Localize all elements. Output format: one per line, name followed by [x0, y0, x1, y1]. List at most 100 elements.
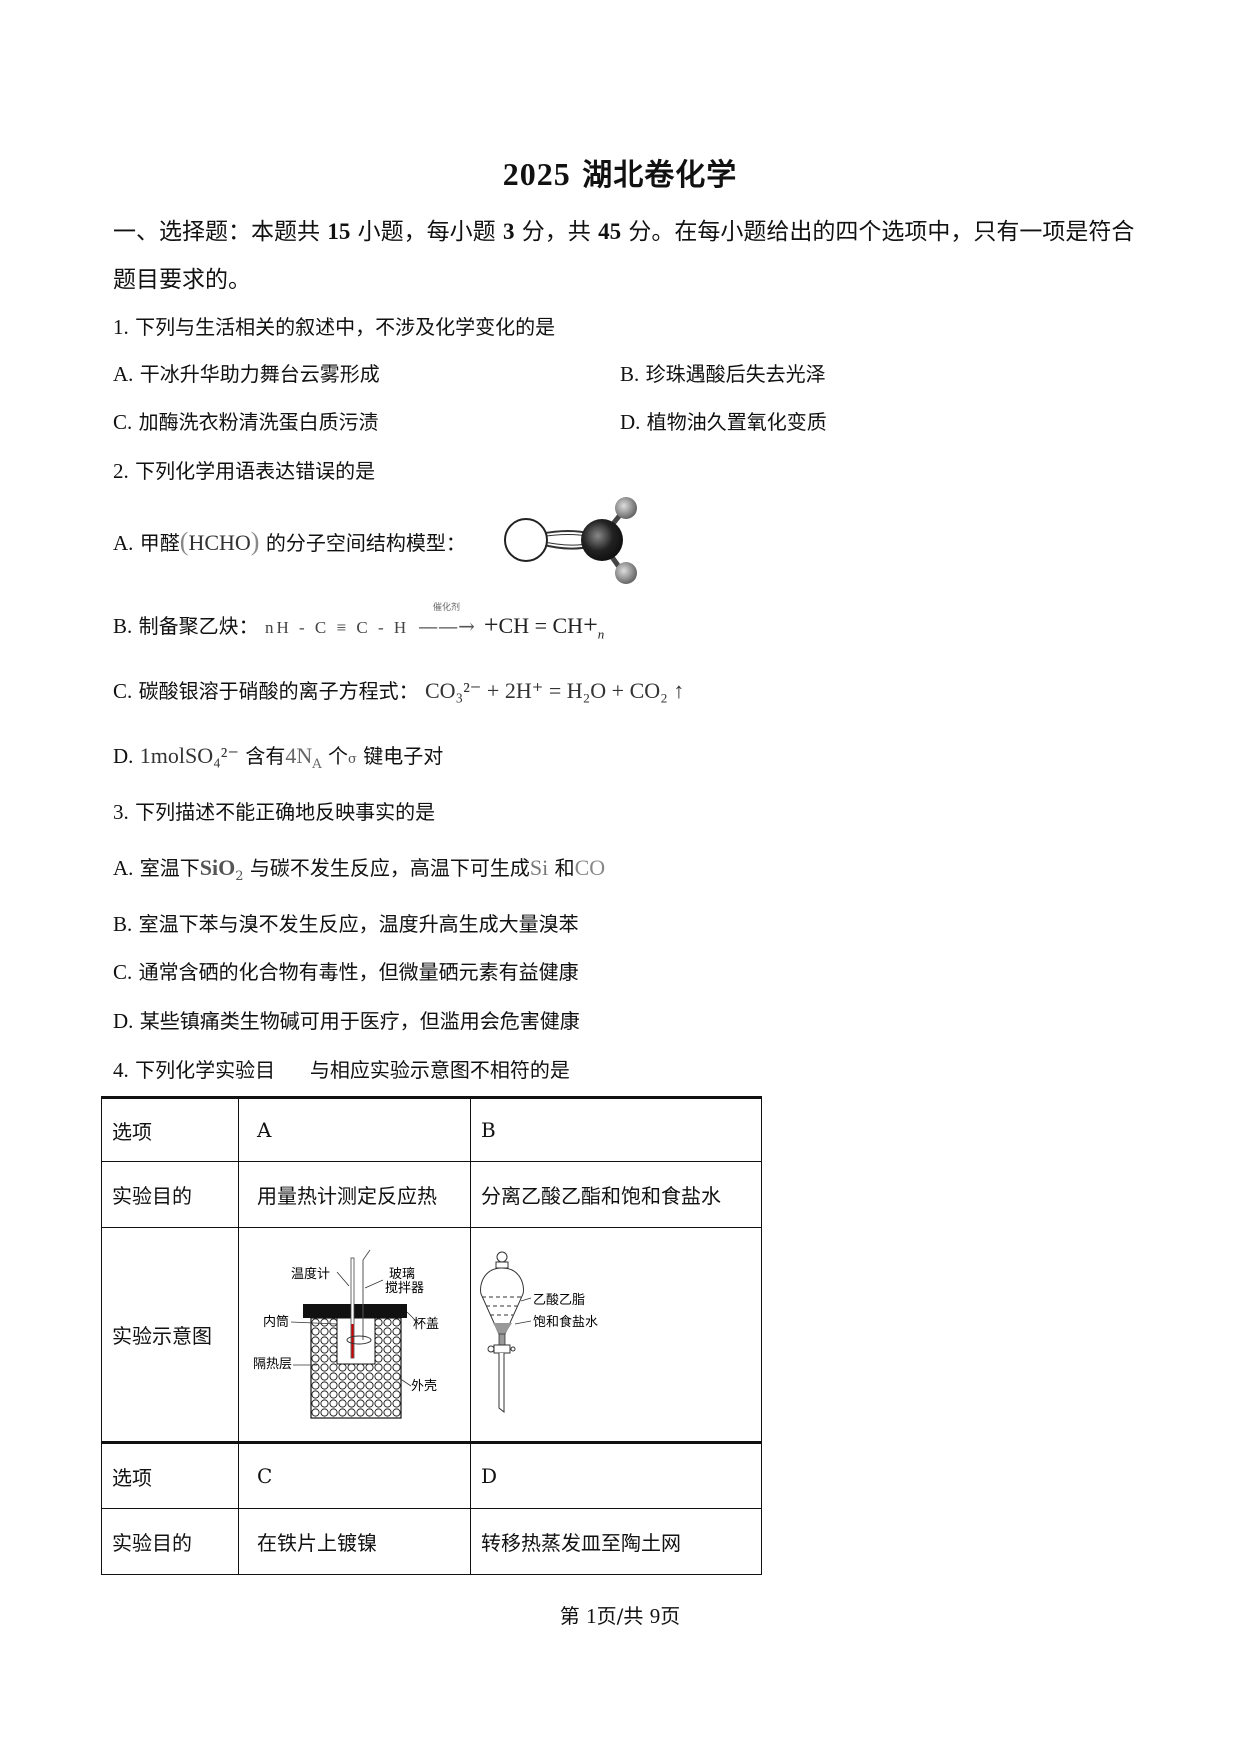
label-ethyl-acetate: 乙酸乙脂 [533, 1293, 585, 1308]
question-2-option-d[interactable]: D. 1molSO₄²⁻ 含有4NA 个σ 键电子对 [113, 740, 443, 772]
question-1-option-c[interactable]: C. 加酶洗衣粉清洗蛋白质污渍 [113, 406, 379, 435]
section-text: 分。在每小题给出的四个选项中，只有一项是符合题目要求的。 [113, 219, 1135, 293]
option-label: D. [113, 1009, 134, 1033]
question-1-stem: 1. 下列与生活相关的叙述中，不涉及化学变化的是 [113, 311, 555, 340]
silica-formula: SiO [199, 855, 236, 880]
separatory-funnel-diagram-icon: 乙酸乙脂 饱和食盐水 [480, 1251, 598, 1414]
question-text: 与相应实验示意图不相符的是 [309, 1058, 570, 1082]
question-3-option-a[interactable]: A. 室温下SiO2 与碳不发生反应，高温下可生成Si 和CO [113, 852, 605, 884]
question-2-option-a[interactable]: A. 甲醛(HCHO) 的分子空间结构模型： [113, 527, 466, 557]
label-lid: 杯盖 [413, 1317, 439, 1332]
avogadro-subscript: A [312, 757, 322, 772]
cell-purpose-b: 分离乙酸乙酯和饱和食盐水 [470, 1161, 762, 1228]
question-text: 下列化学用语表达错误的是 [135, 459, 376, 483]
option-text: 室温下苯与溴不发生反应，温度升高生成大量溴苯 [138, 912, 579, 936]
option-label: A. [113, 531, 134, 555]
question-3-option-b[interactable]: B. 室温下苯与溴不发生反应，温度升高生成大量溴苯 [113, 908, 579, 937]
question-1-option-a[interactable]: A. 干冰升华助力舞台云雾形成 [113, 358, 380, 387]
question-number: 1. [113, 315, 129, 339]
cell-option-a: A [238, 1096, 471, 1162]
catalyst-label: 催化剂 [432, 603, 460, 613]
section-heading: 一、选择题：本题共 15 小题，每小题 3 分，共 45 分。在每小题给出的四个… [113, 208, 1143, 304]
option-text: 含有 [245, 744, 286, 768]
option-text: 珍珠遇酸后失去光泽 [645, 362, 826, 386]
question-3-option-d[interactable]: D. 某些镇痛类生物碱可用于医疗，但滥用会危害健康 [113, 1005, 580, 1034]
footer-text: 页 [660, 1604, 681, 1628]
cell-purpose-c: 在铁片上镀镍 [238, 1508, 471, 1575]
option-label: B. [620, 362, 640, 386]
question-3-stem: 3. 下列描述不能正确地反映事实的是 [113, 796, 435, 825]
cell-diagram-b: 乙酸乙脂 饱和食盐水 [470, 1227, 762, 1443]
option-text: 甲醛 [139, 531, 180, 555]
option-text: 碳酸银溶于硝酸的离子方程式： [138, 679, 419, 703]
avogadro-count: 4N [285, 743, 313, 768]
cell-option-b: B [470, 1096, 762, 1162]
question-1-option-b[interactable]: B. 珍珠遇酸后失去光泽 [620, 358, 826, 387]
label-inner-cup: 内筒 [263, 1314, 289, 1330]
option-label: B. [113, 912, 133, 936]
title-year: 2025 [502, 156, 571, 192]
option-label: A. [113, 856, 134, 880]
question-2-stem: 2. 下列化学用语表达错误的是 [113, 455, 375, 484]
section-score-each: 3 [502, 219, 515, 244]
sigma-symbol: σ [348, 752, 357, 767]
question-2-option-b[interactable]: B. 制备聚乙炔： nH - C ≡ C - H 催化剂 ——→ +CH = C… [113, 603, 605, 642]
experiment-table: 选项 A B 实验目的 用量热计测定反应热 分离乙酸乙酯和饱和食盐水 实验示意图 [101, 1096, 762, 1575]
option-text: 与碳不发生反应，高温下可生成 [249, 856, 530, 880]
page-footer: 第 1页/共 9页 [0, 1600, 1240, 1629]
question-number: 4. [113, 1058, 129, 1082]
option-label: A. [113, 362, 134, 386]
paren-close: ) [250, 527, 260, 556]
option-label: D. [113, 744, 134, 768]
product-si: Si [529, 855, 549, 880]
option-label: C. [113, 410, 133, 434]
calorimeter-diagram-icon: 温度计 玻璃 搅拌器 内筒 杯盖 隔热层 外壳 [253, 1249, 439, 1419]
option-text: 某些镇痛类生物碱可用于医疗，但滥用会危害健康 [139, 1009, 580, 1033]
question-4-stem: 4. 下列化学实验目 与相应实验示意图不相符的是 [113, 1054, 570, 1083]
option-text: 键电子对 [363, 744, 444, 768]
option-text: 通常含硒的化合物有毒性，但微量硒元素有益健康 [138, 960, 579, 984]
cell-purpose-d: 转移热蒸发皿至陶土网 [470, 1508, 762, 1575]
label-shell: 外壳 [411, 1379, 437, 1394]
option-label: B. [113, 614, 133, 638]
question-3-option-c[interactable]: C. 通常含硒的化合物有毒性，但微量硒元素有益健康 [113, 956, 579, 985]
label-stirrer: 搅拌器 [385, 1280, 424, 1296]
section-total: 45 [598, 219, 622, 244]
option-text: 加酶洗衣粉清洗蛋白质污渍 [138, 410, 379, 434]
label-stirrer: 玻璃 [389, 1267, 415, 1282]
question-text: 下列与生活相关的叙述中，不涉及化学变化的是 [135, 315, 556, 339]
cell-purpose-a: 用量热计测定反应热 [238, 1161, 471, 1228]
question-text: 下列化学实验目 [135, 1058, 276, 1082]
option-text: 室温下 [139, 856, 200, 880]
question-1-option-d[interactable]: D. 植物油久置氧化变质 [620, 406, 827, 435]
footer-text: 页/共 [596, 1604, 644, 1628]
label-insulation: 隔热层 [253, 1357, 292, 1372]
cell-purpose-header: 实验目的 [101, 1161, 239, 1228]
label-brine: 饱和食盐水 [533, 1314, 598, 1330]
question-2-option-c[interactable]: C. 碳酸银溶于硝酸的离子方程式： CO₃²⁻ + 2H⁺ = H₂O + CO… [113, 675, 684, 704]
sulfate-formula: 1molSO₄²⁻ [139, 743, 240, 768]
option-text: 干冰升华助力舞台云雾形成 [139, 362, 380, 386]
option-text: 和 [554, 856, 575, 880]
option-text: 制备聚乙炔： [138, 614, 259, 638]
question-number: 2. [113, 459, 129, 483]
polymer-product: +CH = CH+n [483, 610, 605, 642]
option-label: D. [620, 410, 641, 434]
page-title: 2025 湖北卷化学 [0, 150, 1240, 194]
section-count: 15 [327, 219, 351, 244]
cell-diagram-header: 实验示意图 [101, 1227, 239, 1443]
reaction-arrow-icon: 催化剂 ——→ [416, 603, 478, 638]
cell-purpose-header: 实验目的 [101, 1508, 239, 1575]
label-thermometer: 温度计 [291, 1266, 330, 1282]
option-text: 个 [328, 744, 349, 768]
section-text: 小题，每小题 [357, 219, 496, 245]
title-text: 湖北卷化学 [582, 158, 738, 193]
polymer-subscript: n [597, 626, 605, 642]
polymer-repeat-unit: CH = CH [498, 613, 584, 638]
question-text: 下列描述不能正确地反映事实的是 [135, 800, 436, 824]
current-page: 1 [586, 1604, 597, 1628]
option-label: C. [113, 679, 133, 703]
cell-diagram-a: 温度计 玻璃 搅拌器 内筒 杯盖 隔热层 外壳 [238, 1227, 471, 1443]
question-number: 3. [113, 800, 129, 824]
option-text: 的分子空间结构模型： [265, 531, 466, 555]
